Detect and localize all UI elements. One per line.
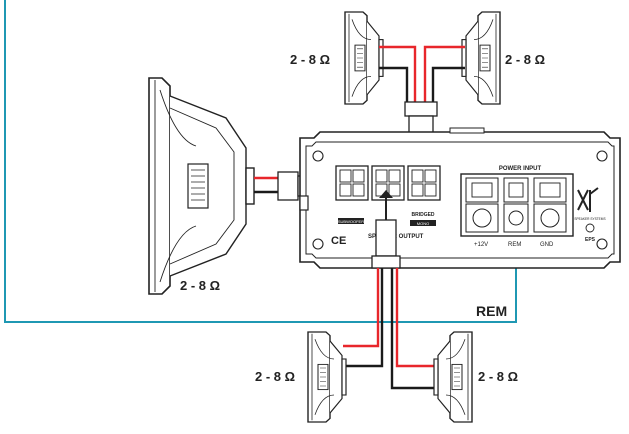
impedance-label-bottom-right: 2 - 8 Ω — [478, 369, 518, 384]
amp-screw — [596, 150, 608, 162]
label-model: EPS — [585, 237, 596, 243]
amplifier: SUBWOOFER MONO BRIDGED SPEAKER OUTPUT CE… — [299, 127, 621, 269]
impedance-label-bottom-left: 2 - 8 Ω — [255, 369, 295, 384]
label-subwoofer: SUBWOOFER — [338, 219, 364, 224]
speaker-top-left — [344, 11, 384, 105]
speaker-bottom-right — [433, 331, 473, 423]
impedance-label-top-left: 2 - 8 Ω — [290, 52, 330, 67]
top-wires — [379, 45, 465, 102]
bottom-plug — [371, 190, 401, 269]
subwoofer-wires — [254, 176, 280, 194]
rem-wire-label: REM — [476, 303, 507, 319]
amp-screw — [312, 150, 324, 162]
svg-text:SPEAKER SYSTEMS: SPEAKER SYSTEMS — [574, 217, 605, 221]
brand-logo: SPEAKER SYSTEMS EPS — [574, 187, 606, 243]
label-rem: REM — [508, 242, 521, 248]
label-plus12v: +12V — [474, 242, 488, 248]
amp-screw — [596, 238, 608, 250]
impedance-label-subwoofer: 2 - 8 Ω — [180, 278, 220, 293]
impedance-label-top-right: 2 - 8 Ω — [505, 52, 545, 67]
label-power-input: POWER INPUT — [499, 166, 542, 172]
label-bridged-sub: MONO — [417, 221, 429, 226]
bottom-wires — [343, 268, 438, 390]
label-bridged: BRIDGED — [411, 212, 434, 218]
remote-wire — [4, 0, 517, 323]
speaker-bottom-left — [307, 331, 347, 423]
amp-screw — [312, 238, 324, 250]
power-terminal — [460, 173, 574, 237]
speaker-top-right — [461, 11, 501, 105]
label-gnd: GND — [540, 242, 554, 248]
terminal-bridged — [407, 165, 441, 201]
terminal-subwoofer — [335, 165, 369, 201]
subwoofer-speaker — [148, 77, 255, 295]
ce-mark: CE — [331, 235, 346, 247]
